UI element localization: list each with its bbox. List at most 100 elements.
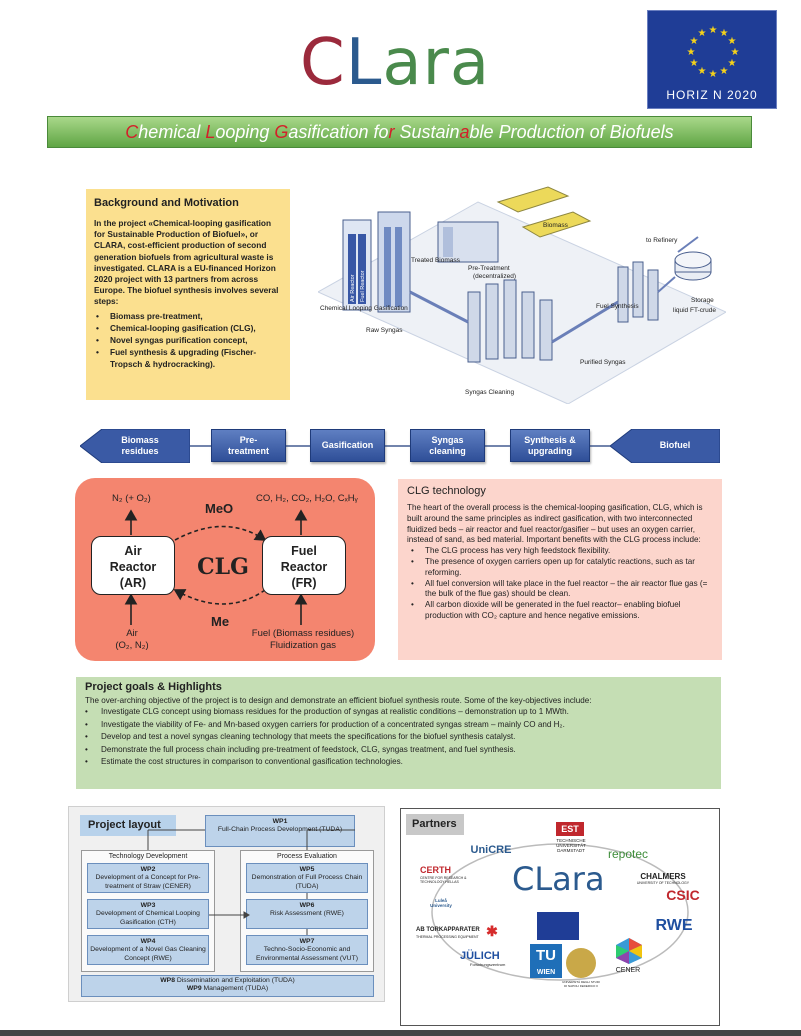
label-pretreatment: Pre-Treatment xyxy=(468,265,510,272)
list-item: The CLG process has very high feedstock … xyxy=(407,546,713,557)
project-goals-box: Project goals & Highlights The over-arch… xyxy=(76,677,721,789)
svg-text:★: ★ xyxy=(698,28,707,39)
list-item: The presence of oxygen carriers open up … xyxy=(407,557,713,579)
clg-technology-title: CLG technology xyxy=(407,485,486,497)
goals-list: Investigate CLG concept using biomass re… xyxy=(85,706,712,769)
certh-sub: CENTRE FOR RESEARCH & TECHNOLOGY HELLAS xyxy=(420,876,467,884)
list-item: Fuel synthesis & upgrading (Fischer-Trop… xyxy=(94,346,282,370)
svg-text:★: ★ xyxy=(690,36,699,47)
list-item: Investigate the viability of Fe- and Mn-… xyxy=(85,719,712,732)
goals-intro: The over-arching objective of the projec… xyxy=(85,696,592,705)
est-logo: EST xyxy=(556,822,584,836)
label-pretreatment-sub: (decentralized) xyxy=(473,273,516,280)
bottom-bar xyxy=(0,1030,801,1036)
eu-horizon-flag: ★★★ ★★★ ★★★ ★★★ HORIZ N 2020 xyxy=(647,10,777,109)
background-motivation-box: Background and Motivation In the project… xyxy=(86,189,290,400)
list-item: All fuel conversion will take place in t… xyxy=(407,579,713,601)
svg-text:★: ★ xyxy=(709,69,718,80)
tuda-logo: TECHNISCHE UNIVERSITÄT DARMSTADT xyxy=(556,838,586,853)
svg-text:★: ★ xyxy=(720,28,729,39)
cener-hexagon-icon xyxy=(616,938,642,964)
svg-text:★: ★ xyxy=(731,47,740,58)
certh-logo: CERTH xyxy=(420,865,451,875)
ar-outlet-label: N₂ (+ O₂) xyxy=(112,493,151,504)
svg-text:★: ★ xyxy=(728,58,737,69)
tuwien-sub: WIEN xyxy=(530,968,562,978)
partners-ring xyxy=(431,843,689,981)
julich-sub: Forschungszentrum xyxy=(470,962,506,967)
clg-technology-text: The heart of the overall process is the … xyxy=(407,503,703,545)
list-item: Develop and test a novel syngas cleaning… xyxy=(85,731,712,744)
csic-logo: CSIC xyxy=(666,887,700,903)
label-air-reactor: Air Reactor xyxy=(350,274,356,302)
clara-logo: CLara xyxy=(300,26,491,100)
list-item: Novel syngas purification concept, xyxy=(94,334,282,346)
cener-logo: CENER xyxy=(615,967,641,974)
plant-illustration: to Refinery Biomass Treated Biomass Pre-… xyxy=(318,186,726,404)
label-biomass: Biomass xyxy=(543,222,569,229)
goals-title: Project goals & Highlights xyxy=(85,681,222,693)
flow-step-gasification: Gasification xyxy=(310,429,385,462)
lulea-logo: Luleå University xyxy=(430,898,452,908)
svg-text:★: ★ xyxy=(728,36,737,47)
background-steps: Biomass pre-treatment, Chemical-looping … xyxy=(94,310,282,370)
svg-text:★: ★ xyxy=(698,66,707,77)
clg-technology-box: CLG technology The heart of the overall … xyxy=(398,479,722,660)
label-purified-syngas: Purified Syngas xyxy=(580,359,626,366)
torkapparater-logo: AB TORKAPPARATER xyxy=(416,927,480,933)
svg-text:★: ★ xyxy=(687,47,696,58)
list-item: Estimate the cost structures in comparis… xyxy=(85,756,712,769)
torkapparater-star-icon: ✱ xyxy=(486,923,498,939)
flow-end-shape xyxy=(610,429,720,463)
tuwien-logo: TU xyxy=(530,944,562,968)
label-clg: Chemical Looping Gasification xyxy=(320,305,408,312)
rwe-logo: RWE xyxy=(655,917,693,934)
chalmers-sub: UNIVERSITY OF TECHNOLOGY xyxy=(636,881,690,885)
list-item: Biomass pre-treatment, xyxy=(94,310,282,322)
clg-center-label: CLG xyxy=(197,554,249,580)
meo-label: MeO xyxy=(205,501,234,516)
label-storage: Storage xyxy=(691,297,714,304)
clg-benefits: The CLG process has very high feedstock … xyxy=(407,546,713,622)
flow-step-pretreatment: Pre-treatment xyxy=(211,429,286,462)
background-title: Background and Motivation xyxy=(94,197,239,209)
label-liquid: liquid FT-crude xyxy=(673,307,716,314)
svg-text:★: ★ xyxy=(720,66,729,77)
list-item: All carbon dioxide will be generated in … xyxy=(407,600,713,622)
label-raw-syngas: Raw Syngas xyxy=(366,327,403,334)
svg-text:★: ★ xyxy=(690,58,699,69)
flow-connectors xyxy=(190,445,610,447)
repotec-logo: repotec xyxy=(607,847,649,861)
unicre-logo: UniCRE xyxy=(470,844,512,856)
clara-partner-logo: CLara xyxy=(512,860,605,898)
flow-step-synthesis: Synthesis &upgrading xyxy=(510,429,590,462)
flow-step-biofuel: Biofuel xyxy=(659,440,691,450)
chalmers-logo: CHALMERS xyxy=(640,872,686,881)
label-fuel-reactor: Fuel Reactor xyxy=(360,270,366,302)
flow-start-shape xyxy=(80,429,190,463)
partners-title: Partners xyxy=(406,814,464,835)
eu-flag-icon xyxy=(537,912,579,940)
fr-outlet-label: CO, H₂, CO₂, H₂O, CₓHᵧ xyxy=(256,493,358,504)
layout-connectors xyxy=(147,829,355,935)
svg-text:★: ★ xyxy=(709,25,718,36)
fr-inlet-label: Fuel (Biomass residues)Fluidization gas xyxy=(251,628,355,651)
julich-logo: JÜLICH xyxy=(460,950,500,962)
label-syngas-cleaning: Syngas Cleaning xyxy=(465,389,515,396)
label-fuel-synthesis: Fuel Synthesis xyxy=(596,303,639,310)
list-item: Chemical-looping gasification (CLG), xyxy=(94,322,282,334)
label-treated-biomass: Treated Biomass xyxy=(411,257,461,264)
list-item: Demonstrate the full process chain inclu… xyxy=(85,744,712,757)
title-banner: Chemical Looping Gasification for Sustai… xyxy=(47,116,752,148)
